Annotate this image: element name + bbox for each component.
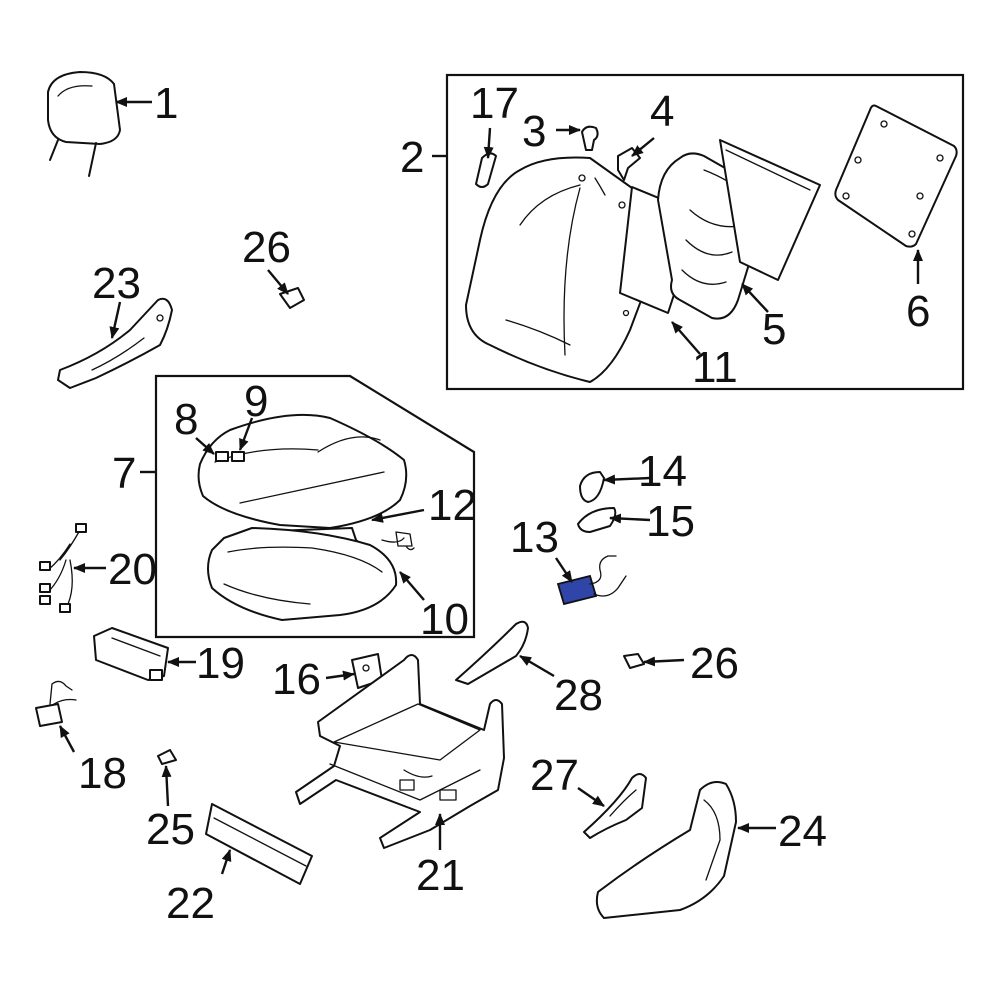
- clips-8-9-part: [215, 451, 245, 462]
- trim-28-part: [455, 620, 529, 685]
- headrest-part: [47, 71, 121, 177]
- callout-15: 15: [646, 497, 695, 546]
- back-board-6-part: [834, 104, 958, 248]
- callout-8: 8: [174, 395, 198, 444]
- knob-15-part: [577, 507, 617, 533]
- leader-lines: [58, 97, 923, 875]
- callout-2: 2: [400, 133, 424, 182]
- cushion-frame-10-part: [207, 527, 398, 621]
- control-module-19-part: [93, 627, 169, 681]
- callout-21: 21: [416, 851, 465, 900]
- callout-26-top: 26: [242, 223, 291, 272]
- callout-5: 5: [762, 305, 786, 354]
- wire-harness-20-part: [39, 523, 87, 613]
- callout-20: 20: [108, 545, 157, 594]
- callout-7: 7: [112, 449, 136, 498]
- callout-4: 4: [650, 87, 674, 136]
- callout-18: 18: [78, 749, 127, 798]
- power-seat-switch-13-part: [556, 555, 627, 606]
- callout-14: 14: [638, 447, 687, 496]
- callout-19: 19: [196, 639, 245, 688]
- guide-17-part: [475, 152, 497, 188]
- callout-1: 1: [154, 79, 178, 128]
- clip-25-part: [157, 749, 177, 765]
- callout-26-right: 26: [690, 639, 739, 688]
- callout-22: 22: [166, 879, 215, 928]
- cushion-group-frame: [154, 374, 476, 639]
- seatback-panel-part: [719, 139, 821, 281]
- callout-10: 10: [420, 595, 469, 644]
- callout-11: 11: [692, 343, 738, 392]
- callout-labels: 1 2 17 3 4 5 6 11 7 8 9 12 10 13 14 15 2…: [78, 79, 930, 928]
- knob-14-part: [579, 471, 605, 503]
- side-cover-24-part: [595, 781, 737, 919]
- seatback-group-frame: [445, 73, 965, 391]
- trim-panel-22-part: [205, 803, 313, 885]
- callout-13: 13: [510, 513, 559, 562]
- cushion-cover-part: [197, 413, 408, 529]
- clip-26-top-part: [279, 287, 305, 309]
- callout-28: 28: [554, 671, 603, 720]
- callout-27: 27: [530, 751, 579, 800]
- callout-25: 25: [146, 805, 195, 854]
- callout-23: 23: [92, 259, 141, 308]
- callout-16: 16: [272, 655, 321, 704]
- side-trim-23-part: [57, 297, 173, 389]
- seat-track-21-part: [295, 654, 505, 849]
- callout-6: 6: [906, 287, 930, 336]
- harness-12-part: [381, 531, 415, 551]
- clip-3-part: [581, 125, 599, 151]
- callout-9: 9: [244, 377, 268, 426]
- callout-3: 3: [522, 107, 546, 156]
- callout-12: 12: [428, 481, 477, 530]
- callout-24: 24: [778, 807, 827, 856]
- callout-17: 17: [470, 79, 519, 128]
- trim-27-part: [583, 773, 647, 839]
- clip-26-right-part: [623, 653, 645, 669]
- sensor-18-part: [35, 680, 77, 727]
